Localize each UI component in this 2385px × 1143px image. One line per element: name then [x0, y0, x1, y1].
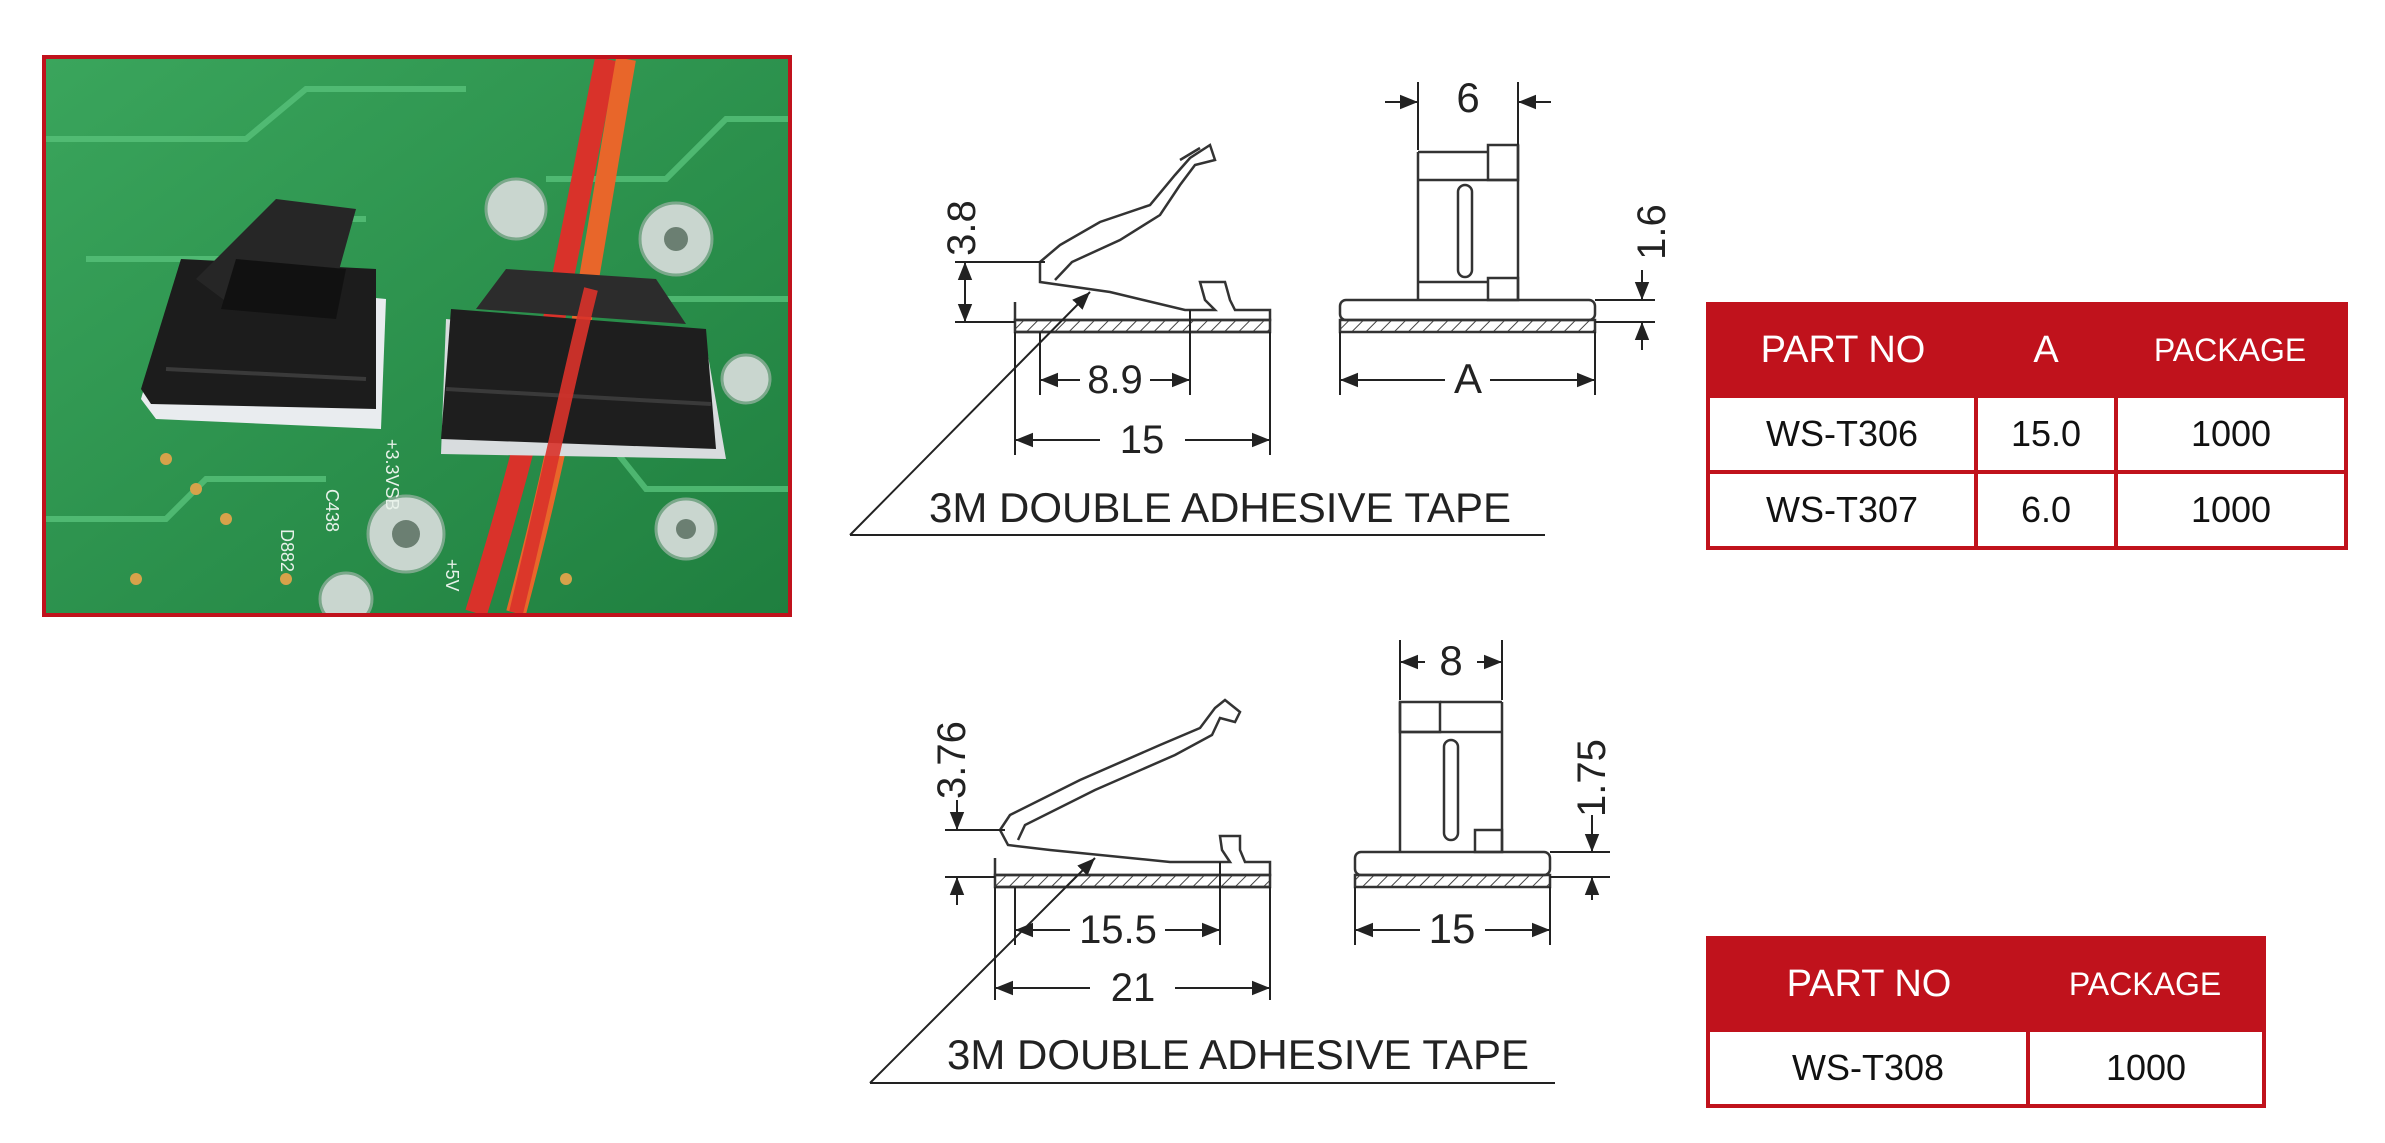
table-row: WS-T306 15.0 1000 [1706, 394, 2348, 474]
drawing1-tape-label: 3M DOUBLE ADHESIVE TAPE [929, 484, 1511, 531]
silk-label-3v3: +3.3VSB [382, 439, 402, 511]
spec-table-2: PART NO PACKAGE WS-T308 1000 [1706, 936, 2266, 1108]
cell-part-no: WS-T307 [1706, 470, 1978, 550]
cell-package: 1000 [2114, 470, 2348, 550]
table-row: WS-T307 6.0 1000 [1706, 470, 2348, 550]
header-package: PACKAGE [2116, 304, 2346, 396]
drawing2-width-label: 8 [1439, 637, 1462, 684]
drawing2-front-view [1353, 700, 1552, 889]
spec-table-1: PART NO A PACKAGE WS-T306 15.0 1000 WS-T… [1706, 302, 2348, 550]
cell-a: 15.0 [1974, 394, 2118, 474]
drawing2-tape-label: 3M DOUBLE ADHESIVE TAPE [947, 1031, 1529, 1078]
drawing2-side-view [993, 698, 1272, 889]
drawing1-variable-label: A [1454, 355, 1482, 402]
drawing2-base-width-label: 15 [1429, 905, 1476, 952]
header-a: A [1976, 304, 2116, 396]
product-photo: C438 D882 +3.3VSB +5V [42, 55, 792, 617]
cell-part-no: WS-T308 [1706, 1028, 2030, 1108]
cell-a: 6.0 [1974, 470, 2118, 550]
silk-label-5v: +5V [442, 559, 462, 592]
header-part-no: PART NO [1708, 304, 1976, 396]
drawing1-length-label: 15 [1120, 418, 1165, 462]
drawing1-inner-width-label: 8.9 [1087, 358, 1143, 402]
drawing2-inner-width-label: 15.5 [1079, 908, 1157, 952]
cell-package: 1000 [2114, 394, 2348, 474]
drawing2-front-dimensions [1354, 640, 1610, 945]
pcb-wire-clip-photo-icon: C438 D882 +3.3VSB +5V [46, 59, 788, 613]
drawing1-front-dimensions [1339, 82, 1655, 395]
drawing1-base-label: 1.6 [1630, 204, 1674, 260]
table-row: WS-T308 1000 [1706, 1028, 2266, 1108]
drawing2-dimensions [869, 800, 1555, 1084]
drawing2-base-label: 1.75 [1570, 739, 1614, 817]
drawing2-height-label: 3.76 [930, 721, 974, 799]
header-package: PACKAGE [2028, 938, 2264, 1030]
drawing1-height-label: 3.8 [940, 200, 984, 256]
silk-label-d882: D882 [277, 529, 297, 572]
drawing1-front-view [1338, 143, 1597, 334]
clip-right [441, 269, 726, 459]
header-part-no: PART NO [1708, 938, 2028, 1030]
drawing1-dimensions [849, 261, 1545, 536]
drawing2-length-label: 21 [1111, 966, 1156, 1010]
drawing1-side-view [1013, 143, 1272, 334]
silk-label-c438: C438 [322, 489, 342, 532]
cell-package: 1000 [2026, 1028, 2266, 1108]
drawing1-width-label: 6 [1456, 74, 1479, 121]
clip-left [141, 199, 386, 429]
cell-part-no: WS-T306 [1706, 394, 1978, 474]
